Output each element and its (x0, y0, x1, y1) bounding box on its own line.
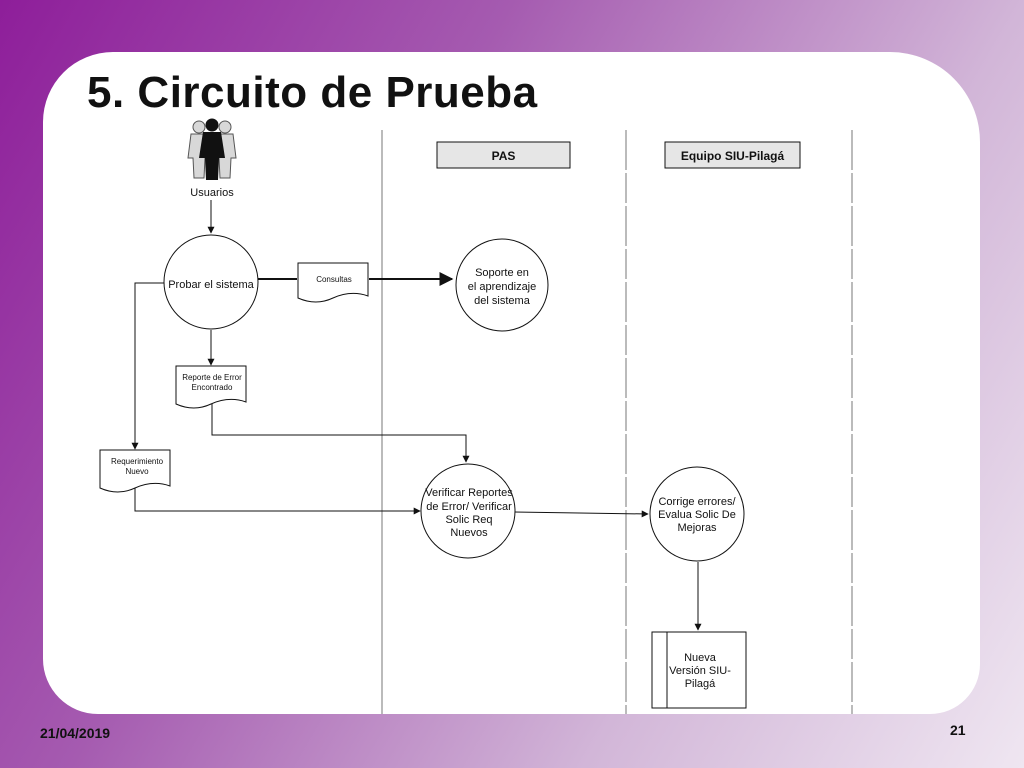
page-number: 21 (950, 722, 966, 738)
node-soporte-line-2: el aprendizaje (468, 281, 537, 293)
node-soporte: Soporte en el aprendizaje del sistema (455, 238, 549, 332)
node-verificar-line-2: de Error/ Verificar (426, 501, 512, 513)
arrow-verificar-corrige (513, 510, 649, 518)
footer-date: 21/04/2019 (40, 725, 111, 741)
arrow-reporte-verificar (211, 404, 470, 463)
node-corrige-errores: Corrige errores/ Evalua Solic De Mejoras (649, 466, 745, 562)
node-verificar-line-1: Verificar Reportes (425, 487, 513, 499)
node-probar-label: Probar el sistema (168, 279, 254, 291)
node-requerimiento-line-2: Nuevo (125, 467, 149, 476)
arrow-probar-requerimiento (131, 282, 164, 450)
node-nueva-line-3: Pilagá (685, 678, 716, 690)
lane-header-pas: PAS (436, 141, 571, 169)
node-corrige-line-1: Corrige errores/ (658, 496, 736, 508)
node-nueva-line-2: Versión SIU- (669, 665, 731, 677)
lane-header-pas-label: PAS (492, 149, 516, 163)
lane-header-siu-label: Equipo SIU-Pilagá (681, 149, 785, 163)
node-verificar-line-4: Nuevos (450, 527, 488, 539)
users-icon (187, 118, 237, 180)
node-requerimiento-nuevo: Requerimiento Nuevo (99, 449, 171, 493)
node-reporte-line-2: Encontrado (192, 383, 233, 392)
node-soporte-line-3: del sistema (474, 295, 531, 307)
node-consultas: Consultas (297, 262, 369, 303)
node-reporte-line-1: Reporte de Error (182, 373, 242, 382)
node-probar-sistema: Probar el sistema (163, 234, 259, 330)
node-reporte-error: Reporte de Error Encontrado (175, 365, 247, 409)
node-soporte-line-1: Soporte en (475, 267, 529, 279)
node-verificar: Verificar Reportes de Error/ Verificar S… (420, 463, 516, 559)
node-verificar-line-3: Solic Req (445, 514, 492, 526)
node-consultas-label: Consultas (316, 275, 352, 284)
lane-header-siu: Equipo SIU-Pilagá (664, 141, 801, 169)
users-label: Usuarios (190, 187, 234, 199)
node-nueva-line-1: Nueva (684, 652, 717, 664)
node-requerimiento-line-1: Requerimiento (111, 457, 164, 466)
node-corrige-line-3: Mejoras (677, 522, 717, 534)
arrow-requerimiento-verificar (134, 484, 421, 515)
slide-title: 5. Circuito de Prueba (87, 68, 538, 117)
node-corrige-line-2: Evalua Solic De (658, 509, 736, 521)
node-nueva-version: Nueva Versión SIU- Pilagá (651, 631, 747, 709)
